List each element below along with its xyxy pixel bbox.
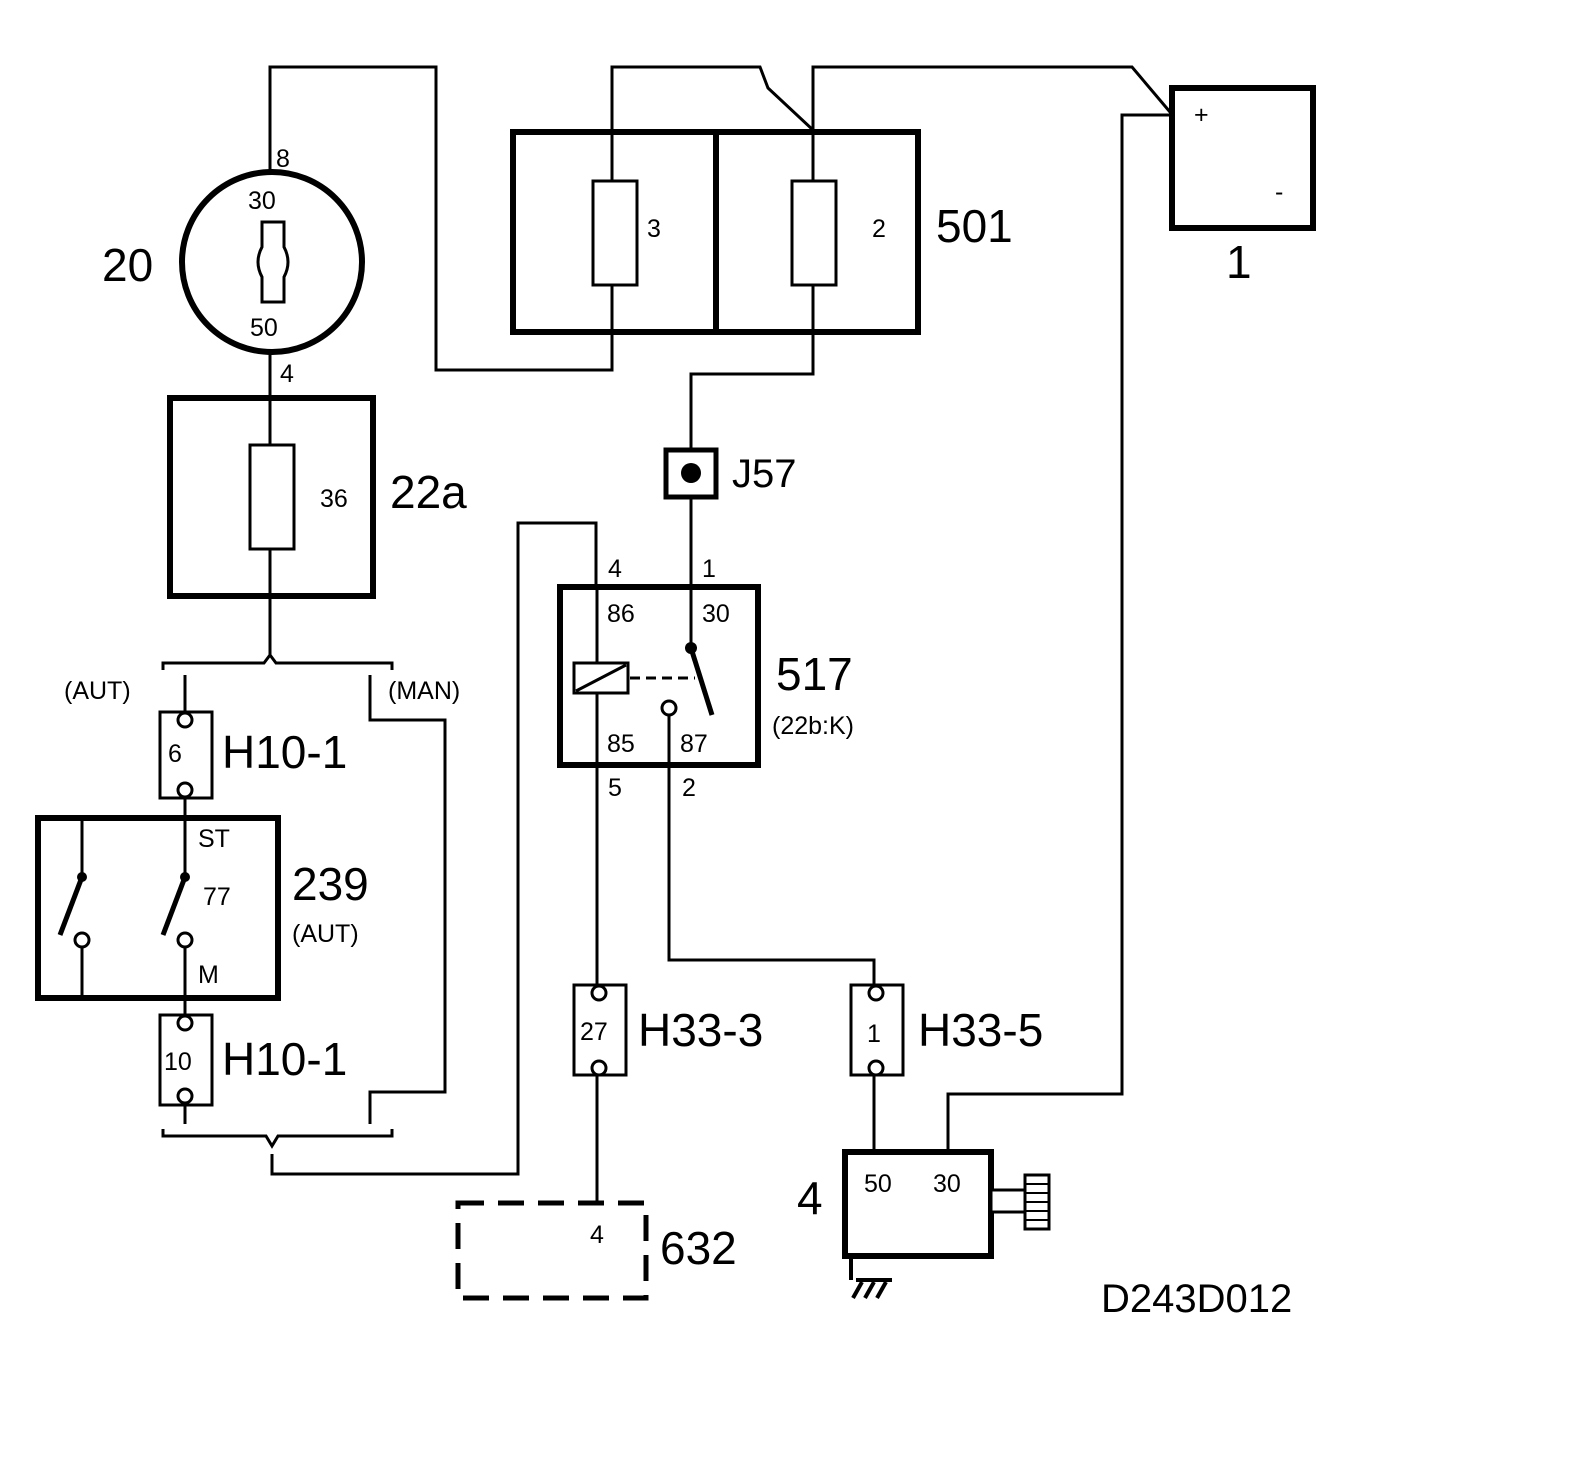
fuse-box-22a: 36 22a (167, 395, 467, 599)
connector-h10-pin6: 6 H10-1 (158, 710, 347, 800)
connector-h10-pin6-bottom-hole (176, 781, 194, 799)
gear-switch-right-contact (176, 931, 194, 949)
ignition-key-icon (256, 220, 290, 304)
relay-term-30: 30 (702, 600, 730, 628)
connector-h33-5-pin: 1 (867, 1020, 881, 1048)
relay-ref: 517 (776, 648, 853, 700)
ignition-term-30: 30 (248, 187, 276, 215)
relay-term-86: 86 (607, 600, 635, 628)
wire-battery-to-starter30 (946, 113, 1170, 1152)
connector-h33-3-pin: 27 (580, 1018, 608, 1046)
junction-j57-ref: J57 (732, 452, 797, 496)
relay-pin-top-left: 4 (608, 555, 622, 583)
relay-contact-87 (660, 699, 678, 717)
ignition-pin-top: 8 (276, 145, 290, 173)
gear-switch-left-contact (73, 931, 91, 949)
wires (183, 65, 1172, 1203)
starter-term-50: 50 (864, 1170, 892, 1198)
fuse-box-501-ref: 501 (936, 200, 1013, 252)
gear-switch-note: (AUT) (292, 920, 359, 948)
wire-man-bypass (368, 675, 447, 1124)
gear-switch-left-arm (57, 876, 85, 936)
junction-j57-dot (681, 463, 701, 483)
connector-h33-5-bottom-hole (867, 1059, 885, 1077)
wire-brace-to-relay86 (270, 521, 598, 1176)
gear-switch-term-77: 77 (203, 883, 231, 911)
control-unit-632-pin: 4 (590, 1221, 604, 1249)
control-unit-632-frame (455, 1200, 649, 1301)
connector-h33-3-bottom-hole (590, 1059, 608, 1077)
relay-term-87: 87 (680, 730, 708, 758)
connector-h10-pin6-ref: H10-1 (222, 726, 347, 778)
ignition-pin-bottom: 4 (280, 360, 294, 388)
connector-h33-3: 27 H33-3 (572, 983, 763, 1077)
brace-bottom (161, 1129, 394, 1149)
starter-motor-body (842, 1149, 994, 1259)
relay-517-frame (557, 584, 761, 768)
control-unit-632-ref: 632 (660, 1222, 737, 1274)
control-unit-632: 4 632 (455, 1200, 737, 1301)
gear-switch-right-arm (160, 876, 188, 936)
junction-j57: J57 (663, 447, 797, 500)
fuse-2-label: 2 (872, 215, 886, 243)
diagram-code: D243D012 (1101, 1277, 1292, 1321)
wire-fuse2-to-j57 (689, 285, 815, 450)
wire-relay87-to-h33-5 (667, 715, 876, 985)
ground-icon (849, 1256, 892, 1299)
fuse-36-label: 36 (320, 485, 348, 513)
starter-motor: 50 30 4 (797, 1149, 1051, 1299)
fuse-3-label: 3 (647, 215, 661, 243)
gear-switch-frame (35, 815, 281, 1001)
connector-h10-pin10-ref: H10-1 (222, 1033, 347, 1085)
relay-term-85: 85 (607, 730, 635, 758)
connector-h10-pin10-top-hole (176, 1014, 194, 1032)
branch-braces: (AUT) (MAN) (64, 652, 460, 1149)
connector-h33-3-ref: H33-3 (638, 1004, 763, 1056)
ignition-switch-ref: 20 (102, 239, 153, 291)
wire-ign30-to-fuse3 (268, 65, 614, 372)
battery-plus: + (1194, 101, 1209, 129)
fuse-box-22a-frame (167, 395, 376, 599)
connector-h10-pin6-pin: 6 (168, 740, 182, 768)
ignition-term-50: 50 (250, 314, 278, 342)
connector-h10-pin10: 10 H10-1 (158, 1013, 347, 1107)
starter-term-30: 30 (933, 1170, 961, 1198)
relay-note: (22b:K) (772, 712, 854, 740)
wire-fuse2-to-battery (811, 65, 1172, 180)
gear-switch-term-m: M (198, 961, 219, 989)
relay-pin-bottom-left: 5 (608, 774, 622, 802)
starter-pinion-shaft (989, 1188, 1027, 1214)
battery-minus: - (1275, 178, 1283, 206)
connector-h33-3-top-hole (590, 984, 608, 1002)
fuse-box-22a-ref: 22a (390, 466, 467, 518)
connector-h10-pin10-pin: 10 (164, 1048, 192, 1076)
branch-label-aut: (AUT) (64, 677, 131, 705)
connector-h10-pin10-bottom-hole (176, 1087, 194, 1105)
fuse-box-501: 3 2 501 (510, 129, 1013, 335)
fuse-36 (248, 443, 296, 551)
starter-motor-ref: 4 (797, 1172, 823, 1224)
gear-switch-ref: 239 (292, 858, 369, 910)
gear-selector-switch-239: ST 77 M 239 (AUT) (35, 815, 369, 1001)
relay-pin-bottom-right: 2 (682, 774, 696, 802)
battery-body (1169, 85, 1316, 231)
fuse-3 (591, 179, 639, 287)
brace-top (161, 652, 394, 670)
ignition-switch: 8 30 50 4 20 (102, 145, 365, 388)
gear-switch-term-st: ST (198, 825, 230, 853)
connector-h33-5-top-hole (867, 984, 885, 1002)
connector-h10-pin6-top-hole (176, 711, 194, 729)
wire-fuse3-feed (610, 65, 815, 180)
battery: + - 1 (1169, 85, 1316, 288)
relay-coil-diagonal (575, 663, 627, 693)
connector-h33-5-ref: H33-5 (918, 1004, 1043, 1056)
connector-h33-5: 1 H33-5 (849, 983, 1043, 1077)
relay-517: 4 1 86 30 85 87 5 2 517 (22b:K) (557, 555, 854, 802)
fuse-2 (790, 179, 838, 287)
branch-label-man: (MAN) (388, 677, 460, 705)
relay-pin-top-right: 1 (702, 555, 716, 583)
battery-ref: 1 (1226, 236, 1252, 288)
relay-contact-arm (688, 647, 715, 716)
